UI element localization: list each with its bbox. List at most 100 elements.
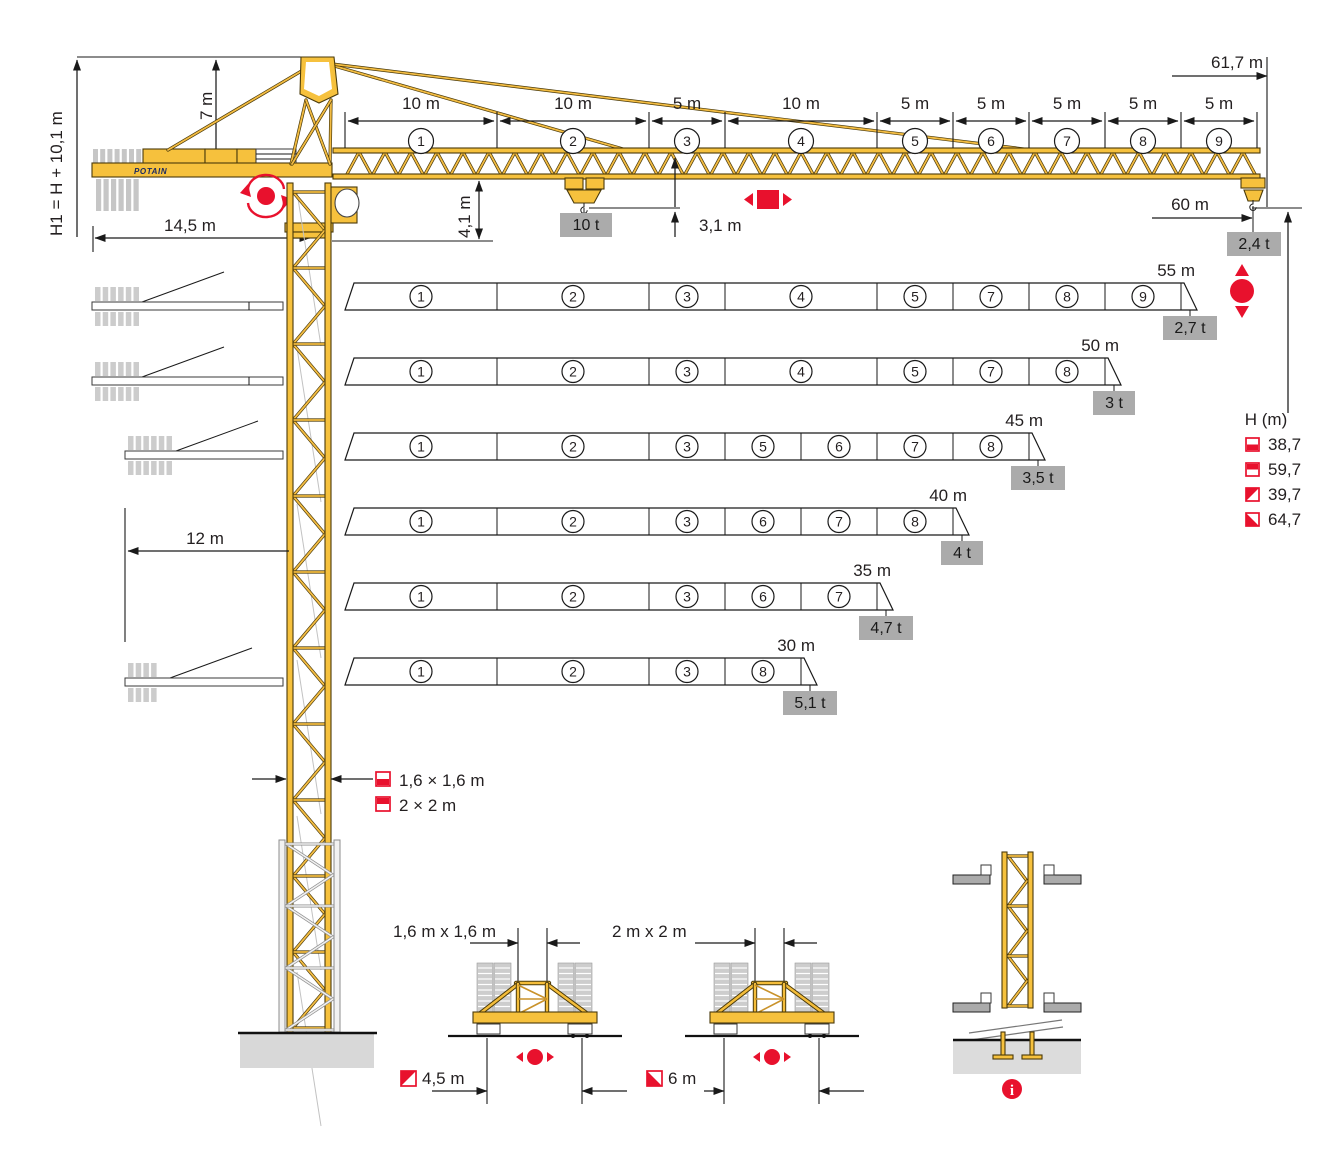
diagram-shape xyxy=(125,362,132,376)
jib-segment-number: 1 xyxy=(417,133,425,149)
diagram-shape xyxy=(292,267,326,307)
h1-formula-label: H1 = H + 10,1 m xyxy=(47,111,66,236)
diagram-shape xyxy=(124,677,284,687)
row-segment-circle xyxy=(561,584,585,609)
jib-segment-length: 5 m xyxy=(1129,94,1157,113)
diagram-shape xyxy=(133,179,139,211)
diagram-shape xyxy=(124,450,284,460)
diagram-shape xyxy=(169,647,253,679)
row-capacity-label: 3,5 t xyxy=(1022,470,1054,487)
dim-hook-height xyxy=(1252,207,1302,413)
row-segment-number: 8 xyxy=(911,514,919,530)
diagram-shape xyxy=(1007,855,1028,882)
diagram-shape xyxy=(292,685,326,725)
mast-section-labels: 1,6 × 1,6 m 2 × 2 m xyxy=(252,771,485,815)
dim-h1-overall-height: H1 = H + 10,1 m xyxy=(47,56,303,237)
floor-slab xyxy=(952,874,991,885)
travelling-base: 1,6 m x 1,6 m4,5 m xyxy=(393,922,627,1104)
diagram-shape xyxy=(95,362,101,376)
diagram-shape xyxy=(141,346,225,378)
row-segment-number: 8 xyxy=(987,439,995,455)
diagram-shape xyxy=(118,312,124,326)
row-segment-circle xyxy=(751,584,775,609)
diagram-shape xyxy=(1246,488,1259,501)
diagram-shape xyxy=(1247,464,1258,470)
diagram-shape xyxy=(257,187,275,205)
legend-value: 39,7 xyxy=(1268,485,1301,504)
telescopic-cage-overlay xyxy=(278,839,341,1033)
row-segment-circle xyxy=(675,509,699,534)
row-segment-number: 2 xyxy=(569,289,577,305)
max-load-label: 10 t xyxy=(573,217,600,234)
diagram-shape xyxy=(96,179,102,211)
diagram-shape xyxy=(1007,880,1028,907)
diagram-shape xyxy=(472,1011,598,1024)
diagram-shape xyxy=(557,962,575,1014)
diagram-shape xyxy=(133,387,139,401)
legend-value: 38,7 xyxy=(1268,435,1301,454)
diagram-shape xyxy=(118,387,124,401)
row-segment-circle xyxy=(561,434,585,459)
jib-segment-number-circle xyxy=(407,127,435,155)
diagram-shape xyxy=(91,376,284,386)
diagram-shape xyxy=(278,839,286,1033)
row-segment-number: 5 xyxy=(759,439,767,455)
row-segment-circle xyxy=(751,434,775,459)
diagram-shape xyxy=(128,688,134,702)
jib-segment-number-circle xyxy=(1053,127,1081,155)
anchor-foot xyxy=(992,1054,1014,1060)
row-segment-circle xyxy=(827,434,851,459)
diagram-shape xyxy=(580,203,588,214)
diagram-shape xyxy=(757,190,779,209)
diagram-shape xyxy=(1001,851,1008,1009)
trolley-hoist-block: 10 t xyxy=(560,177,612,237)
row-segment-circle xyxy=(789,284,813,309)
row-segment-number: 1 xyxy=(417,514,425,530)
diagram-shape xyxy=(713,982,757,1017)
row-segment-circle xyxy=(561,659,585,684)
diagram-shape xyxy=(296,659,322,815)
row-segment-circle xyxy=(751,509,775,534)
diagram-shape xyxy=(158,436,165,450)
row-segment-circle xyxy=(789,359,813,384)
row-segment-number: 1 xyxy=(417,364,425,380)
row-segment-number: 3 xyxy=(683,514,691,530)
diagram-shape xyxy=(292,799,326,839)
climbing-collar xyxy=(1043,992,1055,1004)
row-segment-circle xyxy=(561,359,585,384)
jib-segment-number-circle xyxy=(1129,127,1157,155)
diagram-shape xyxy=(292,609,326,649)
jib-segment-number: 4 xyxy=(797,133,805,149)
row-segment-number: 2 xyxy=(569,439,577,455)
row-segment-number: 7 xyxy=(911,439,919,455)
jib-segment-number: 3 xyxy=(683,133,691,149)
diagram-shape xyxy=(1240,177,1266,189)
counterjib-box xyxy=(142,148,206,165)
row-segment-circle xyxy=(827,584,851,609)
row-segment-circle xyxy=(979,284,1003,309)
diagram-shape xyxy=(344,148,1258,178)
diagram-shape xyxy=(110,312,116,326)
diagram-shape xyxy=(292,913,326,953)
diagram-shape xyxy=(1235,306,1249,318)
diagram-shape xyxy=(285,967,334,1000)
jib-bottom-chord xyxy=(332,173,1261,180)
row-segment-circle xyxy=(903,434,927,459)
row-segment-number: 2 xyxy=(569,664,577,680)
diagram-shape xyxy=(125,387,132,401)
diagram-shape xyxy=(135,663,142,677)
row-segment-number: 6 xyxy=(759,589,767,605)
row-capacity-label: 4 t xyxy=(953,545,971,562)
diagram-shape xyxy=(296,347,322,503)
diagram-shape xyxy=(547,1052,554,1062)
jib-segment-number: 6 xyxy=(987,133,995,149)
diagram-shape xyxy=(296,503,322,659)
diagram-shape xyxy=(292,495,326,535)
diagram-shape xyxy=(128,663,134,677)
base-mast-size-label: 2 m x 2 m xyxy=(612,922,687,941)
diagram-shape xyxy=(794,962,812,1014)
diagram-shape xyxy=(344,357,1122,386)
jib-segment-length: 10 m xyxy=(554,94,592,113)
